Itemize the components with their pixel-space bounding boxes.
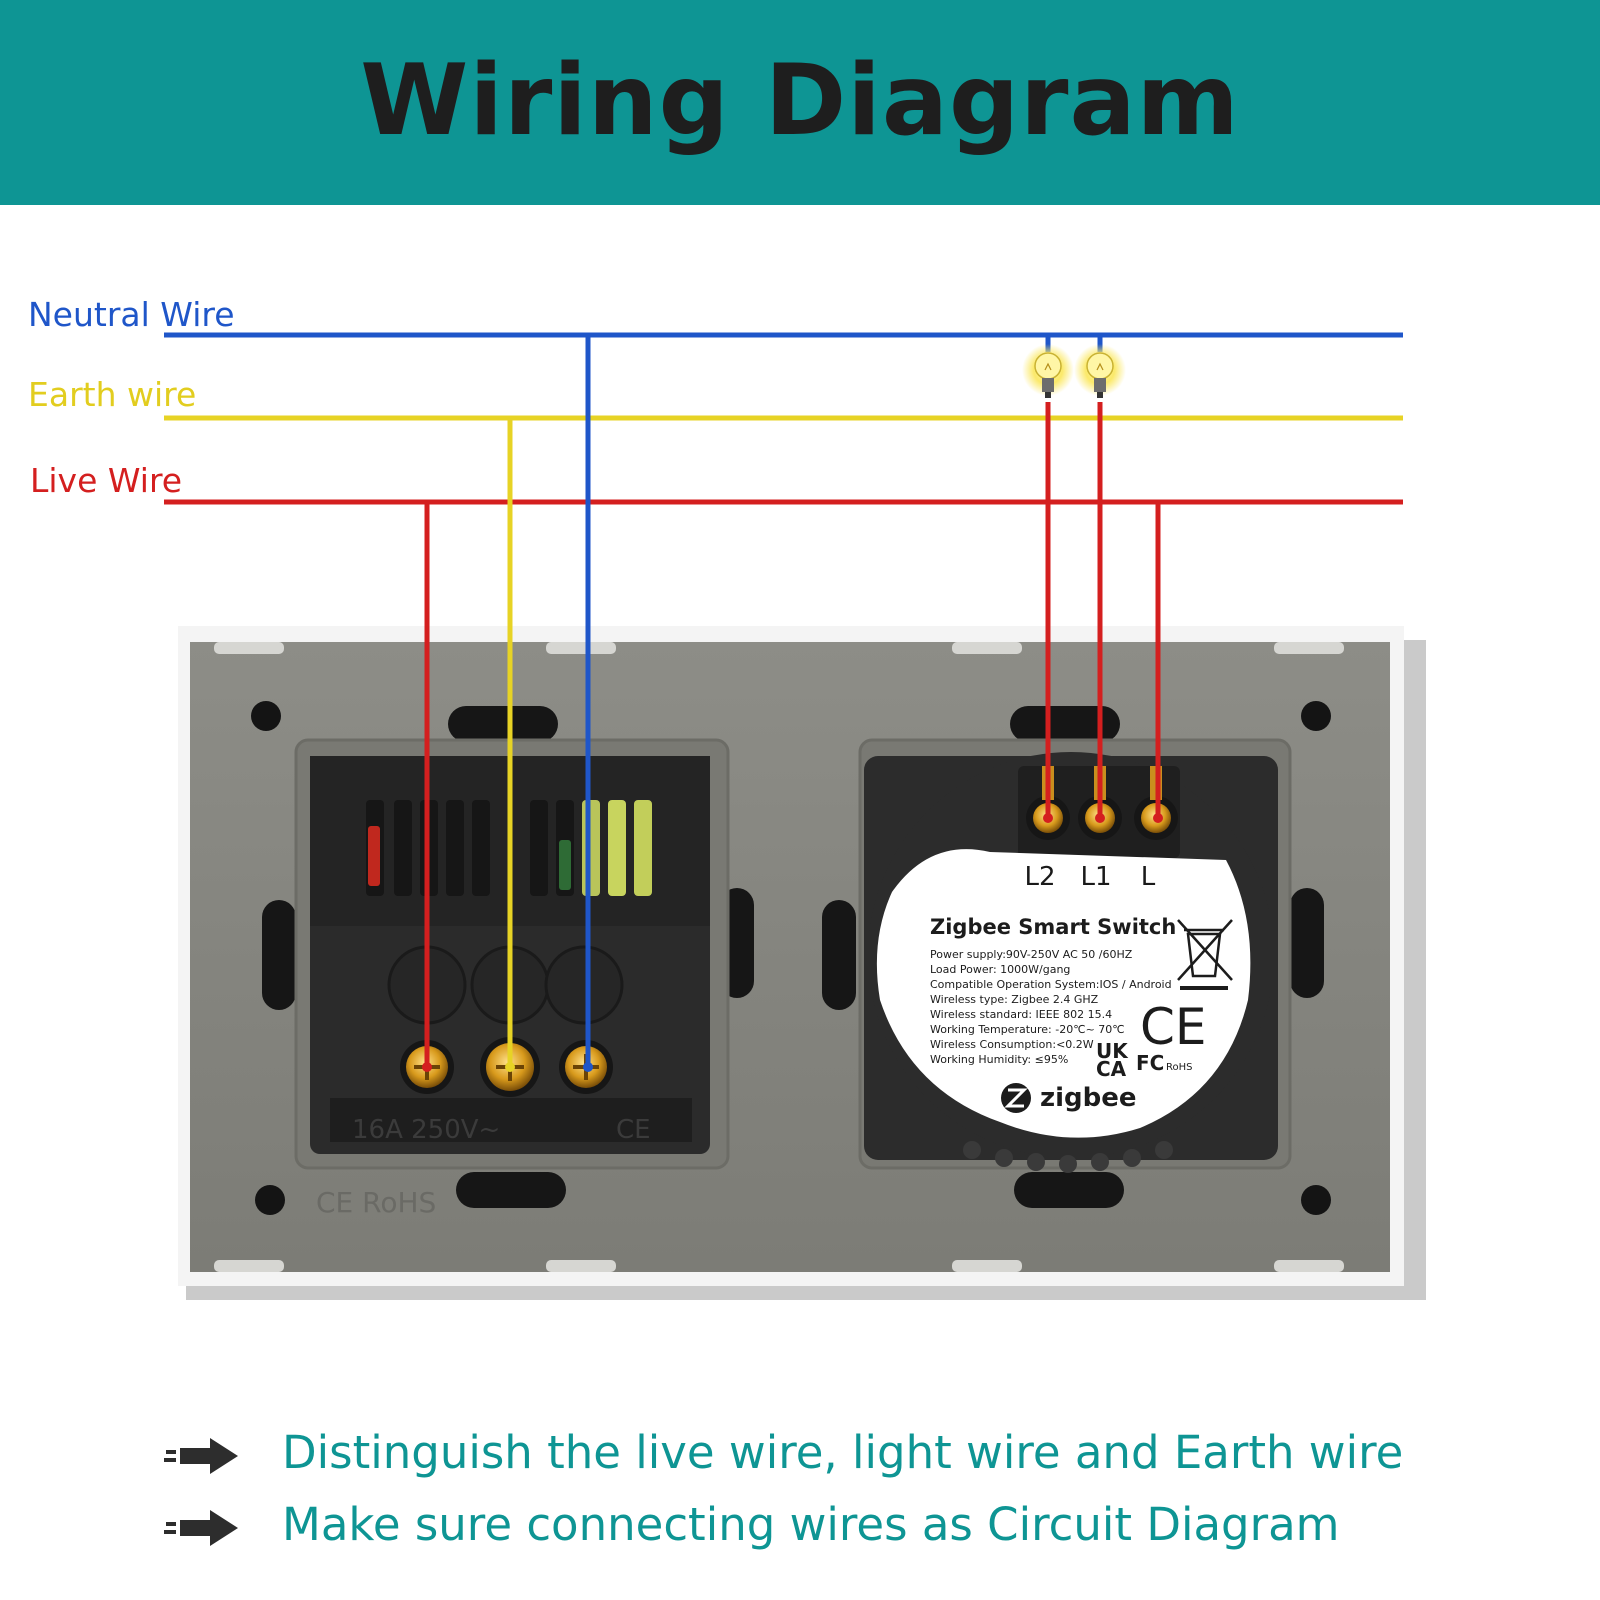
note-line: Make sure connecting wires as Circuit Di… xyxy=(282,1498,1340,1551)
spec-line: Working Humidity: ≤95% xyxy=(930,1053,1068,1066)
earth-wire-label: Earth wire xyxy=(28,375,197,414)
plate-slots xyxy=(262,706,1324,1208)
socket-rating-label: 16A 250V~ xyxy=(352,1115,500,1145)
rohs-mark: RoHS xyxy=(1166,1062,1192,1073)
light-bulb-icon xyxy=(1074,344,1126,398)
zigbee-logo-icon xyxy=(1001,1083,1031,1113)
spec-line: Wireless Consumption:<0.2W xyxy=(930,1038,1094,1051)
ukca-mark-bottom: CA xyxy=(1096,1057,1127,1081)
title-banner: Wiring Diagram xyxy=(0,0,1600,205)
terminal-label-l: L xyxy=(1141,862,1156,892)
spec-line: Wireless type: Zigbee 2.4 GHZ xyxy=(930,993,1099,1006)
switch-spec-list: Power supply:90V-250V AC 50 /60HZ Load P… xyxy=(930,948,1172,1066)
neutral-wire-label: Neutral Wire xyxy=(28,295,235,334)
switch-module xyxy=(864,752,1278,1173)
switch-label xyxy=(876,849,1251,1138)
plate-marking: CE RoHS xyxy=(316,1186,436,1219)
socket-vents xyxy=(366,800,652,896)
ukca-mark-top: UK xyxy=(1096,1039,1129,1063)
spec-line: Working Temperature: -20℃~ 70℃ xyxy=(930,1023,1125,1036)
ce-mark: CE xyxy=(1140,998,1207,1056)
switch-label-title: Zigbee Smart Switch xyxy=(930,915,1176,939)
terminal-label-l1: L1 xyxy=(1080,862,1111,892)
note-line: Distinguish the live wire, light wire an… xyxy=(282,1426,1404,1479)
live-wire-label: Live Wire xyxy=(30,461,183,500)
mounting-holes xyxy=(251,701,1331,1215)
spec-line: Compatible Operation System:IOS / Androi… xyxy=(930,978,1172,991)
zigbee-brand: zigbee xyxy=(1040,1083,1137,1113)
spec-line: Wireless standard: IEEE 802 15.4 xyxy=(930,1008,1112,1021)
plate-notches xyxy=(214,642,1344,1272)
arrow-right-icon xyxy=(164,1438,238,1474)
terminal-label-l2: L2 xyxy=(1024,862,1055,892)
spec-line: Load Power: 1000W/gang xyxy=(930,963,1070,976)
page-title: Wiring Diagram xyxy=(360,44,1240,158)
arrow-right-icon xyxy=(164,1510,238,1546)
fcc-mark: FC xyxy=(1136,1051,1164,1075)
spec-line: Power supply:90V-250V AC 50 /60HZ xyxy=(930,948,1133,961)
light-bulb-icon xyxy=(1022,344,1074,398)
socket-ce-mark: CE xyxy=(616,1115,651,1145)
weee-crossed-bin-icon xyxy=(1177,919,1233,990)
